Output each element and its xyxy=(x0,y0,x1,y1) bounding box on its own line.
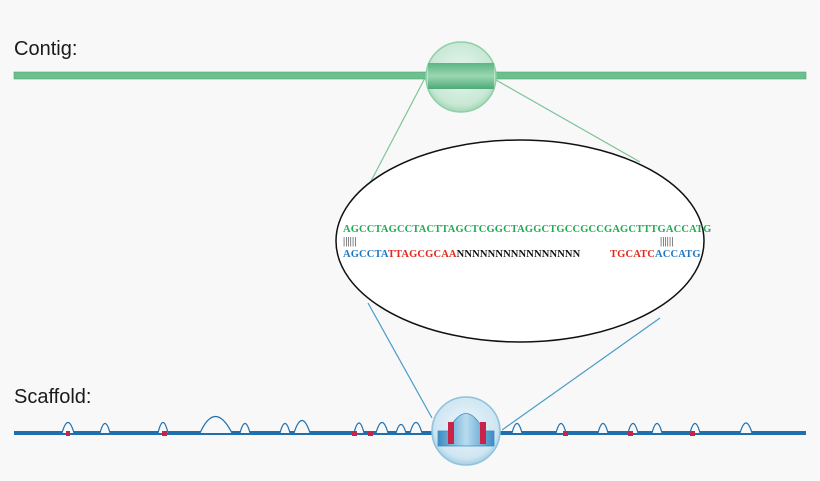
contig-line xyxy=(13,71,807,80)
scaffold-sequence-right: TGCATCACCATG xyxy=(610,249,701,260)
scaffold-sequence-left: AGCCTATTAGCGCAANNNNNNNNNNNNNNNN xyxy=(343,249,580,260)
scaffold-red-marks xyxy=(66,431,695,436)
zoom-line-scaffold-right xyxy=(501,317,661,431)
contig-sequence: AGCCTAGCCTACTTAGCTCGGCTAGGCTGCCGCCGAGCTT… xyxy=(343,224,712,235)
scaffold-zoom-red-right xyxy=(480,422,486,444)
scaffold-seq-gap: NNNNNNNNNNNNNNNN xyxy=(456,249,581,260)
scaffold-seq-right-red: TGCATC xyxy=(610,249,656,260)
zoom-ellipse xyxy=(335,139,705,343)
scaffold-seq-left-red: TTAGCGCAA xyxy=(387,249,457,260)
scaffold-zoom-red-left xyxy=(448,422,454,444)
match-bars-right: |||||| xyxy=(660,236,674,247)
scaffold-gap-arcs xyxy=(61,415,753,434)
zoom-line-contig-right xyxy=(495,79,641,163)
contig-zoom-block xyxy=(428,63,494,89)
scaffold-seq-left-blue: AGCCTA xyxy=(343,249,388,260)
scaffold-seq-right-blue: ACCATG xyxy=(655,249,701,260)
contig-label: Contig: xyxy=(14,38,78,60)
scaffold-label: Scaffold: xyxy=(14,386,92,408)
match-bars-left: |||||| xyxy=(343,236,357,247)
zoom-line-scaffold-left xyxy=(367,302,433,419)
zoom-line-contig-left xyxy=(369,77,426,184)
